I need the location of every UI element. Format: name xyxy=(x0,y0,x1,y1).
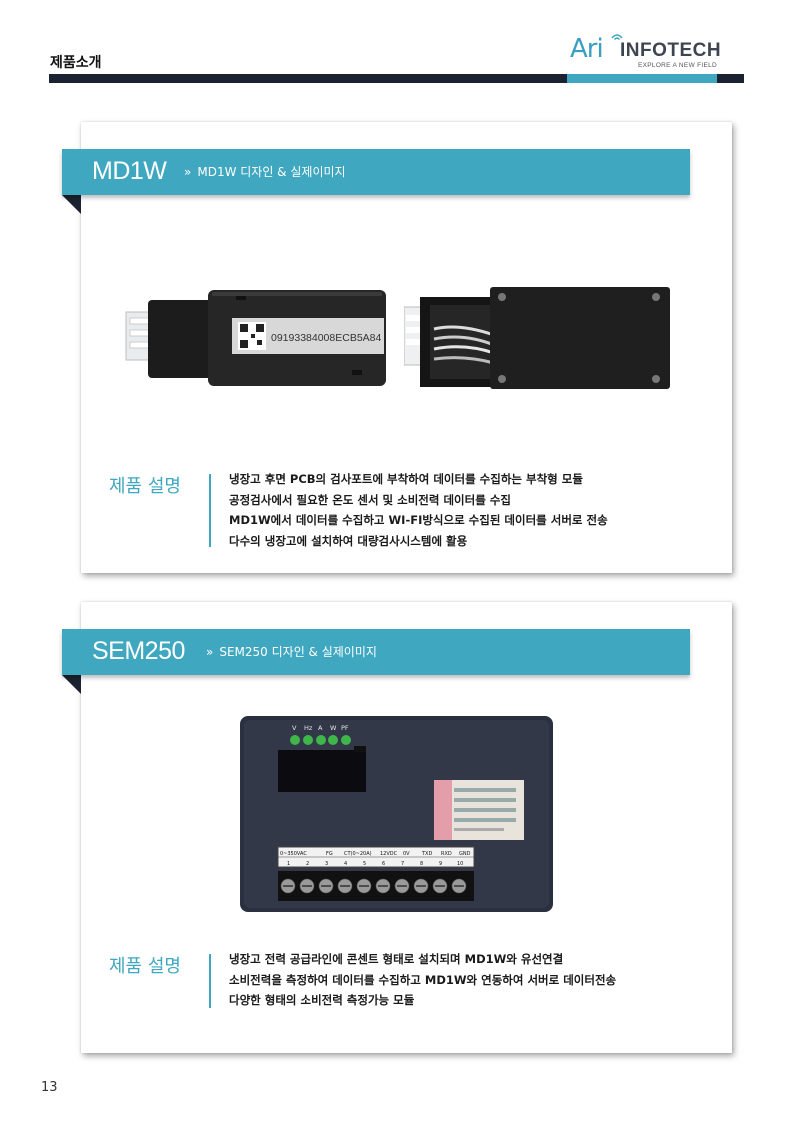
description-line: 냉장고 전력 공급라인에 콘센트 형태로 설치되며 MD1W와 유선연결 xyxy=(229,952,564,966)
product-description-label: 제품 설명 xyxy=(109,476,181,497)
product-model: SEM250 xyxy=(92,637,185,665)
md1w-device-label: 09193384008ECB5A84 xyxy=(271,332,382,344)
logo-tagline: EXPLORE A NEW FIELD xyxy=(638,62,718,69)
terminal-header: 0~350VAC xyxy=(280,851,307,857)
description-line: 다양한 형태의 소비전력 측정가능 모듈 xyxy=(229,993,415,1007)
terminal-header: CT(0~20A) xyxy=(344,851,372,857)
description-line: 냉장고 후면 PCB의 검사포트에 부착하여 데이터를 수집하는 부착형 모듈 xyxy=(229,472,583,486)
section-title: 제품소개 xyxy=(50,55,102,71)
terminal-number: 6 xyxy=(382,861,385,867)
terminal-number: 10 xyxy=(457,861,463,867)
header-rule-accent xyxy=(567,74,717,83)
led-label: Hz xyxy=(304,724,313,732)
led-label: PF xyxy=(341,724,349,732)
led-label: V xyxy=(292,724,297,732)
chevron-icon: » xyxy=(184,165,192,179)
terminal-number: 5 xyxy=(363,861,366,867)
company-logo: Ari INFOTECH EXPLORE A NEW FIELD xyxy=(570,34,730,72)
chevron-icon: » xyxy=(206,645,214,659)
terminal-header: 0V xyxy=(403,851,410,857)
terminal-header: 12VDC xyxy=(380,851,398,857)
banner-fold xyxy=(62,675,81,694)
product-subtitle: »SEM250 디자인 & 실제이미지 xyxy=(206,645,377,659)
terminal-number: 3 xyxy=(325,861,328,867)
product-description: 냉장고 후면 PCB의 검사포트에 부착하여 데이터를 수집하는 부착형 모듈 … xyxy=(229,469,608,551)
terminal-number: 7 xyxy=(401,861,404,867)
description-line: MD1W에서 데이터를 수집하고 WI-FI방식으로 수집된 데이터를 서버로 … xyxy=(229,513,608,527)
sem250-device-photo: V Hz A W PF 0~350VAC FG CT(0~20A) 12VDC … xyxy=(240,716,553,912)
description-line: 소비전력을 측정하여 데이터를 수집하고 MD1W와 연동하여 서버로 데이터전… xyxy=(229,972,617,987)
logo-ari-text: Ari xyxy=(570,34,604,64)
product-banner-md1w: MD1W »MD1W 디자인 & 실제이미지 xyxy=(62,149,690,195)
description-rule xyxy=(209,954,211,1008)
description-rule xyxy=(209,474,211,547)
terminal-header: FG xyxy=(326,851,333,857)
terminal-number: 2 xyxy=(306,861,309,867)
terminal-number: 1 xyxy=(287,861,290,867)
md1w-device-photo: 09193384008ECB5A84 xyxy=(125,290,386,386)
description-line: 공정검사에서 필요한 온도 센서 및 소비전력 데이터를 수집 xyxy=(229,492,511,507)
terminal-number: 8 xyxy=(420,861,423,867)
header-rule xyxy=(49,74,744,83)
logo-brand-text: INFOTECH xyxy=(620,40,722,61)
product-description: 냉장고 전력 공급라인에 콘센트 형태로 설치되며 MD1W와 유선연결 소비전… xyxy=(229,949,616,1011)
terminal-number: 9 xyxy=(439,861,442,867)
page-number: 13 xyxy=(41,1080,58,1095)
terminal-number: 4 xyxy=(344,861,347,867)
led-label: A xyxy=(318,724,323,732)
product-description-label: 제품 설명 xyxy=(109,956,181,977)
wifi-icon xyxy=(611,34,623,40)
terminal-header: GND xyxy=(459,851,471,857)
terminal-header: RXD xyxy=(441,851,452,857)
banner-fold xyxy=(62,195,81,214)
led-label: W xyxy=(330,724,337,732)
product-model: MD1W xyxy=(92,157,167,185)
product-banner-sem250: SEM250 »SEM250 디자인 & 실제이미지 xyxy=(62,629,690,675)
product-subtitle: »MD1W 디자인 & 실제이미지 xyxy=(184,165,346,179)
description-line: 다수의 냉장고에 설치하여 대량검사시스템에 활용 xyxy=(229,533,468,548)
md1w-device-internal-photo xyxy=(404,287,670,389)
terminal-header: TXD xyxy=(421,851,432,857)
